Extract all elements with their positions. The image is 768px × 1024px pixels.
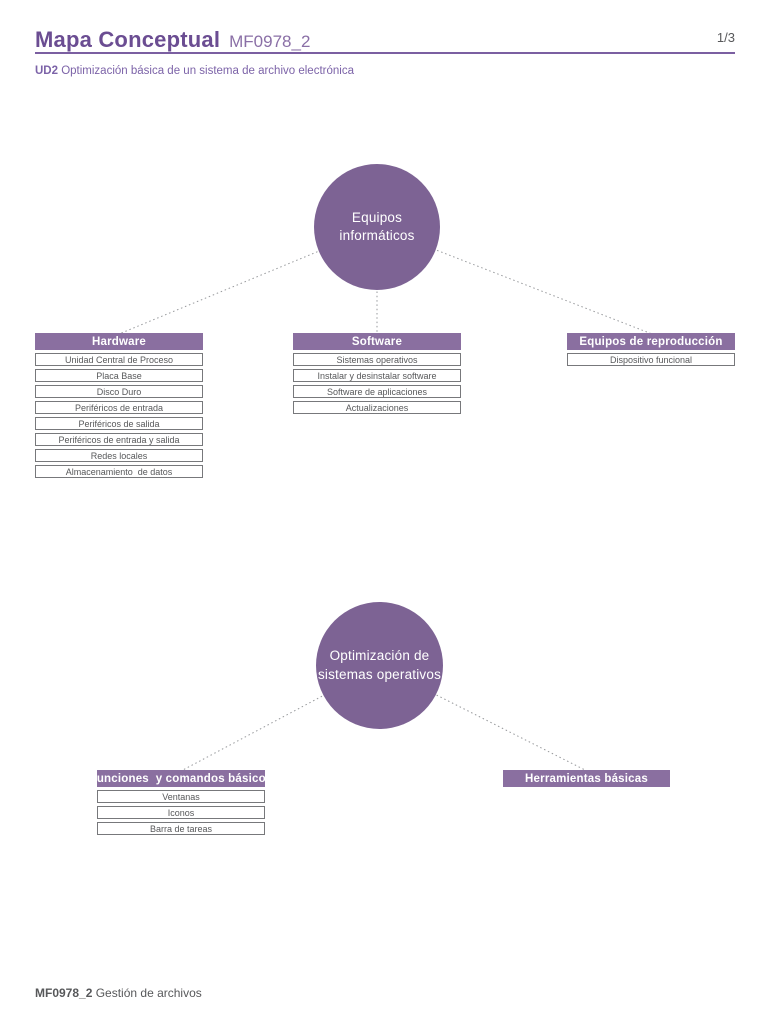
root-node-equipos-informaticos: Equipos informáticos bbox=[314, 164, 440, 290]
connector-d1-left bbox=[118, 226, 378, 335]
branch-equipos-reproduccion: Equipos de reproducción Dispositivo func… bbox=[567, 333, 735, 366]
page-title: Mapa Conceptual MF0978_2 bbox=[35, 27, 310, 53]
concept-item: Almacenamiento de datos bbox=[35, 465, 203, 478]
concept-item: Instalar y desinstalar software bbox=[293, 369, 461, 382]
concept-item: Periféricos de entrada y salida bbox=[35, 433, 203, 446]
branch-funciones-comandos: Funciones y comandos básicos Ventanas Ic… bbox=[90, 770, 272, 835]
branch-header: Software bbox=[293, 333, 461, 350]
branch-software: Software Sistemas operativos Instalar y … bbox=[293, 333, 461, 414]
unit-title: Optimización básica de un sistema de arc… bbox=[58, 65, 354, 77]
concept-item: Barra de tareas bbox=[97, 822, 265, 835]
page-number: 1/3 bbox=[716, 30, 735, 45]
branch-hardware: Hardware Unidad Central de Proceso Placa… bbox=[35, 333, 203, 478]
connector-d1-right bbox=[376, 226, 653, 335]
page-title-main: Mapa Conceptual bbox=[35, 27, 221, 52]
concept-item: Placa Base bbox=[35, 369, 203, 382]
concept-item: Periféricos de salida bbox=[35, 417, 203, 430]
concept-item: Redes locales bbox=[35, 449, 203, 462]
concept-item: Ventanas bbox=[97, 790, 265, 803]
root-node-line: informáticos bbox=[339, 228, 415, 243]
root-node-line: Optimización de bbox=[329, 648, 430, 664]
unit-code: UD2 bbox=[35, 65, 59, 77]
concept-item: Periféricos de entrada bbox=[35, 401, 203, 414]
branch-header: Herramientas básicas bbox=[503, 770, 670, 787]
concept-item: Actualizaciones bbox=[293, 401, 461, 414]
branch-header: Hardware bbox=[35, 333, 203, 350]
page-footer: MF0978_2 Gestión de archivos bbox=[35, 986, 202, 1000]
concept-item: Disco Duro bbox=[35, 385, 203, 398]
concept-item: Unidad Central de Proceso bbox=[35, 353, 203, 366]
concept-item: Iconos bbox=[97, 806, 265, 819]
root-node-line: sistemas operativos bbox=[317, 666, 442, 682]
connector-d2-left bbox=[180, 665, 380, 772]
footer-module-title: Gestión de archivos bbox=[92, 986, 202, 1000]
concept-item: Software de aplicaciones bbox=[293, 385, 461, 398]
concept-item: Dispositivo funcional bbox=[567, 353, 735, 366]
branch-header: Funciones y comandos básicos bbox=[90, 770, 272, 787]
footer-module-code: MF0978_2 bbox=[35, 986, 93, 1000]
page-title-code: MF0978_2 bbox=[229, 32, 311, 51]
branch-herramientas-basicas: Herramientas básicas bbox=[503, 770, 670, 787]
branch-header: Equipos de reproducción bbox=[567, 333, 735, 350]
title-divider bbox=[35, 52, 735, 54]
root-node-optimizacion-so: Optimización de sistemas operativos bbox=[316, 602, 443, 729]
unit-subtitle: UD2 Optimización básica de un sistema de… bbox=[35, 65, 354, 77]
root-node-line: Equipos bbox=[351, 209, 403, 225]
concept-item: Sistemas operativos bbox=[293, 353, 461, 366]
